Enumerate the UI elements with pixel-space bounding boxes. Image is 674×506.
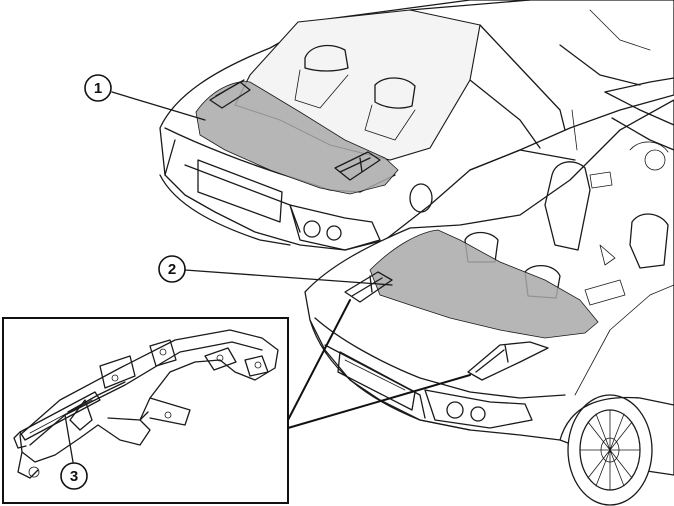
callout-1-leader xyxy=(111,91,206,121)
headrest-right xyxy=(374,77,416,109)
licence-plate-recess-top xyxy=(197,159,283,223)
hinge-mechanism-top-right xyxy=(334,151,381,181)
inset-pointer-right xyxy=(287,374,471,429)
highlight-area-2 xyxy=(369,229,599,339)
hinge-mechanism-top-left xyxy=(209,79,251,109)
callout-3-label: 3 xyxy=(70,468,78,485)
front-seat-left xyxy=(544,161,591,251)
callout-1-label: 1 xyxy=(94,80,102,97)
rear-wheel xyxy=(567,394,653,506)
callout-1: 1 xyxy=(84,74,112,102)
hinge-mechanism-bottom-right xyxy=(467,341,549,381)
front-seat-right xyxy=(629,213,669,269)
callout-2-leader xyxy=(184,269,393,286)
licence-plate-recess-bottom xyxy=(337,351,416,411)
car-roof-closed xyxy=(159,0,674,251)
inset-pointer-left xyxy=(287,299,351,421)
headrest-left xyxy=(304,44,349,72)
callout-3: 3 xyxy=(60,462,88,490)
highlight-area-1 xyxy=(195,81,399,195)
tonneau-hinge-frame xyxy=(13,329,279,479)
callout-2: 2 xyxy=(158,255,186,283)
rear-headrest-left xyxy=(464,231,499,263)
inset-frame xyxy=(2,317,289,504)
car-roof-open xyxy=(304,77,674,506)
inset-detail xyxy=(2,299,471,504)
callout-2-label: 2 xyxy=(168,261,176,278)
callout-3-leader xyxy=(64,414,74,463)
